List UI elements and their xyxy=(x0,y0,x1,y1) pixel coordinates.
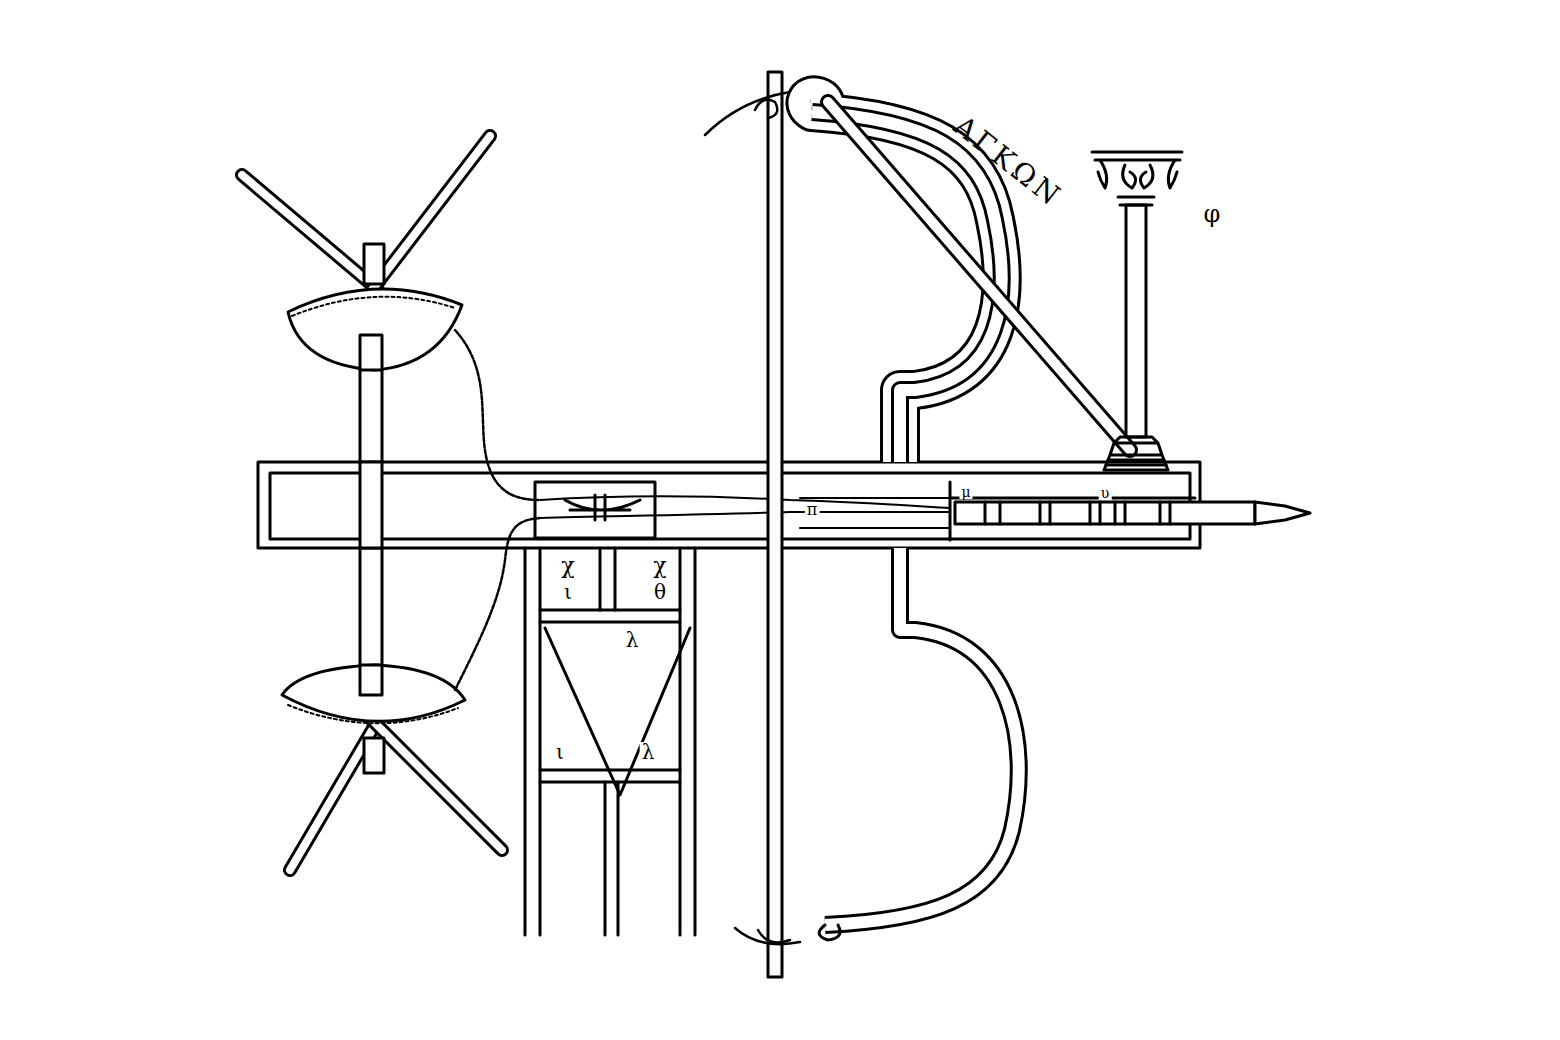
bow-string-bar xyxy=(768,72,782,977)
part-letter: ι xyxy=(562,582,574,602)
part-letter: λ xyxy=(624,630,641,650)
bowstring xyxy=(735,928,800,944)
slider xyxy=(535,482,655,538)
bow-limb xyxy=(805,95,1018,940)
windlass-drum xyxy=(282,665,465,721)
ratchet-frame xyxy=(525,548,695,935)
column xyxy=(1092,152,1182,470)
part-letter: θ xyxy=(652,582,668,602)
part-letter: χ xyxy=(651,555,668,577)
windlass-axle xyxy=(364,244,384,284)
part-letter: μ xyxy=(959,485,972,499)
drum-rope xyxy=(292,297,455,316)
trough-line xyxy=(800,498,950,528)
string-loop xyxy=(758,930,790,942)
chain xyxy=(455,518,540,690)
strut xyxy=(828,102,1130,450)
windlass-axle xyxy=(360,665,382,695)
windlass-axle xyxy=(360,462,382,548)
part-letter: υ xyxy=(1099,486,1112,500)
cord xyxy=(540,512,950,518)
windlass-drum xyxy=(288,289,462,370)
windlass-axle xyxy=(360,335,382,370)
windlass-axle xyxy=(360,335,382,695)
windlass-axle xyxy=(364,738,384,773)
part-letter: φ xyxy=(1204,202,1221,226)
part-letter: χ xyxy=(559,555,576,577)
chain xyxy=(455,330,540,500)
part-letter: ι xyxy=(554,742,566,762)
part-letter: π xyxy=(805,502,820,518)
bolt xyxy=(955,502,1310,524)
strut xyxy=(828,102,1130,450)
string-loop xyxy=(755,100,777,118)
part-letter: λ xyxy=(640,742,657,762)
drum-rope xyxy=(288,705,458,723)
